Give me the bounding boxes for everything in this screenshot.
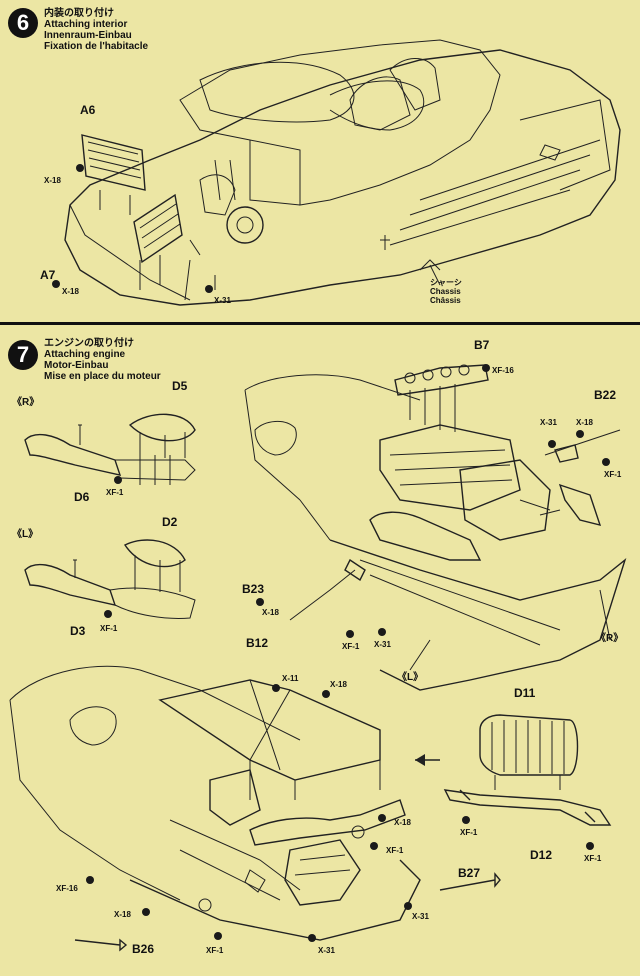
- step7-paint-xf1-g: XF-1: [386, 846, 404, 855]
- step7-engine-drawing: [244, 364, 627, 691]
- step6-paint-x18-a: X-18: [44, 176, 61, 185]
- step7-side-r: 《R》: [12, 397, 40, 408]
- screw-xf1-icon: [104, 610, 112, 618]
- screw-xf1-icon: [346, 630, 354, 638]
- step7-part-b27: B27: [458, 866, 481, 880]
- step7-paint-xf1-c: XF-1: [100, 624, 118, 633]
- screw-x18-icon: [256, 598, 264, 606]
- step6-title-block: 内装の取り付け Attaching interior Innenraum-Ein…: [44, 8, 148, 52]
- step6-part-a6: A6: [80, 103, 96, 117]
- step6-number: 6: [16, 10, 30, 35]
- step6-title-jp: 内装の取り付け: [44, 8, 114, 19]
- step6-chassis-fr: Châssis: [430, 296, 461, 305]
- step7-title-block: エンジンの取り付け Attaching engine Motor-Einbau …: [44, 338, 161, 382]
- step7-exhaust-l-drawing: [24, 539, 196, 619]
- screw-x18-icon: [378, 814, 386, 822]
- step7-part-d12: D12: [530, 848, 553, 862]
- step7-part-d11: D11: [514, 686, 536, 700]
- step7-title-en: Attaching engine: [44, 349, 126, 360]
- step7-part-d6: D6: [74, 490, 90, 504]
- step7-paint-xf1-e: XF-1: [460, 828, 478, 837]
- step7-number: 7: [16, 342, 30, 367]
- step7-paint-x31-c: X-31: [412, 912, 429, 921]
- screw-x18-icon: [576, 430, 584, 438]
- step6-number-badge: 6: [8, 8, 38, 38]
- step6-chassis-jp: シャーシ: [430, 278, 462, 287]
- step7-paint-x18-a: X-18: [576, 418, 593, 427]
- screw-x31-icon: [378, 628, 386, 636]
- step7-paint-x18-d: X-18: [394, 818, 411, 827]
- step7-paint-x18-b: X-18: [262, 608, 279, 617]
- screw-x18-icon: [76, 164, 84, 172]
- step7-paint-x31-a: X-31: [540, 418, 557, 427]
- step7-paint-x31-d: X-31: [318, 946, 335, 955]
- step7-title-jp: エンジンの取り付け: [44, 338, 134, 349]
- step7-paint-xf1-d: XF-1: [342, 642, 360, 651]
- step6-chassis-label: シャーシ Chassis Châssis: [430, 278, 462, 305]
- screw-x11-icon: [272, 684, 280, 692]
- step6-chassis-drawing: [64, 39, 621, 306]
- screw-xf1-icon: [586, 842, 594, 850]
- step6-paint-x31: X-31: [214, 296, 231, 305]
- step7-side-r2: 《R》: [596, 633, 624, 644]
- screw-x31-icon: [404, 902, 412, 910]
- step-divider: [0, 322, 640, 325]
- step6-part-a7: A7: [40, 268, 56, 282]
- step7-paint-x18-e: X-18: [114, 910, 131, 919]
- step7-part-b23: B23: [242, 582, 265, 596]
- step7-exhaust-r-drawing: [24, 413, 196, 485]
- screw-x31-icon: [205, 285, 213, 293]
- screw-xf1-icon: [214, 932, 222, 940]
- screw-x18-icon: [52, 280, 60, 288]
- screw-x18-icon: [322, 690, 330, 698]
- step7-title-de: Motor-Einbau: [44, 360, 109, 371]
- step7-paint-xf16-b: XF-16: [56, 884, 78, 893]
- screw-x18-icon: [142, 908, 150, 916]
- screw-x31-icon: [548, 440, 556, 448]
- step7-rollcage-drawing: [9, 665, 612, 952]
- step6-title-fr: Fixation de l'habitacle: [44, 41, 149, 52]
- step7-part-d2: D2: [162, 515, 178, 529]
- screw-xf1-icon: [370, 842, 378, 850]
- step7-paint-x31-b: X-31: [374, 640, 391, 649]
- screw-xf16-icon: [86, 876, 94, 884]
- step7-paint-xf1-a: XF-1: [604, 470, 622, 479]
- step7-paint-xf1-b: XF-1: [106, 488, 124, 497]
- step6-title-de: Innenraum-Einbau: [44, 30, 132, 41]
- step7-part-b7: B7: [474, 338, 490, 352]
- screw-xf1-icon: [602, 458, 610, 466]
- screw-xf1-icon: [114, 476, 122, 484]
- step7-side-l: 《L》: [12, 529, 39, 540]
- screw-xf16-icon: [482, 364, 490, 372]
- step7-paint-xf1-f: XF-1: [584, 854, 602, 863]
- step6-chassis-en: Chassis: [430, 287, 461, 296]
- step7-paint-xf1-h: XF-1: [206, 946, 224, 955]
- step7-part-d3: D3: [70, 624, 86, 638]
- step7-side-l2: 《L》: [397, 672, 424, 683]
- step6-title-en: Attaching interior: [44, 19, 128, 30]
- step7-part-b22: B22: [594, 388, 617, 402]
- step6-paint-x18-b: X-18: [62, 287, 79, 296]
- step7-paint-x18-c: X-18: [330, 680, 347, 689]
- step7-number-badge: 7: [8, 340, 38, 370]
- step7-part-b26: B26: [132, 942, 155, 956]
- step7-paint-x11: X-11: [282, 674, 299, 683]
- step7-part-d5: D5: [172, 379, 188, 393]
- step7-part-b12: B12: [246, 636, 269, 650]
- screw-x31-icon: [308, 934, 316, 942]
- step7-paint-xf16-a: XF-16: [492, 366, 514, 375]
- screw-xf1-icon: [462, 816, 470, 824]
- step7-title-fr: Mise en place du moteur: [44, 371, 161, 382]
